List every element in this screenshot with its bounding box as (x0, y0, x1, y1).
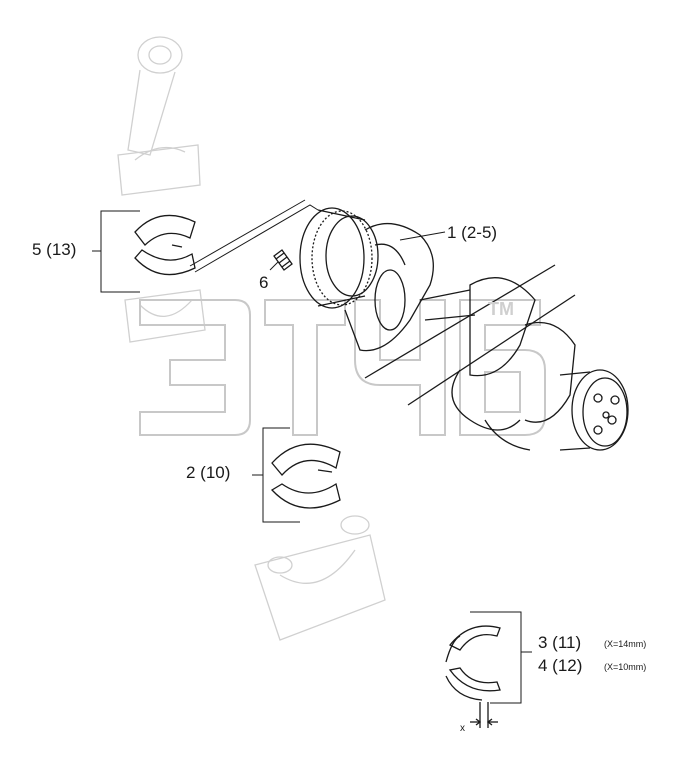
callout-thrust-washer-b: 4 (12) (538, 656, 583, 675)
thrust-washers (445, 625, 501, 728)
leader-lines (92, 199, 532, 704)
rod-bearing-shells (134, 214, 196, 276)
callout-crankshaft: 1 (2-5) (447, 223, 498, 242)
main-bearing-cap-ghost (254, 515, 386, 641)
crankshaft (299, 207, 629, 451)
rod-cap-ghost (124, 289, 206, 343)
note-thrust-washer-a: (X=14mm) (604, 639, 647, 649)
watermark-tm: TM (488, 299, 514, 319)
callout-rod-bearing: 5 (13) (32, 240, 77, 259)
watermark-logo (139, 299, 546, 436)
connecting-rod-ghost (117, 36, 201, 196)
dowel-pin (273, 249, 293, 271)
callout-main-bearing: 2 (10) (186, 463, 231, 482)
callout-thrust-washer-a: 3 (11) (538, 633, 582, 652)
note-thrust-washer-b: (X=10mm) (604, 662, 647, 672)
main-bearing-shells (270, 443, 341, 509)
callout-pin: 6 (259, 273, 269, 292)
dimension-x-label: x (460, 723, 465, 734)
